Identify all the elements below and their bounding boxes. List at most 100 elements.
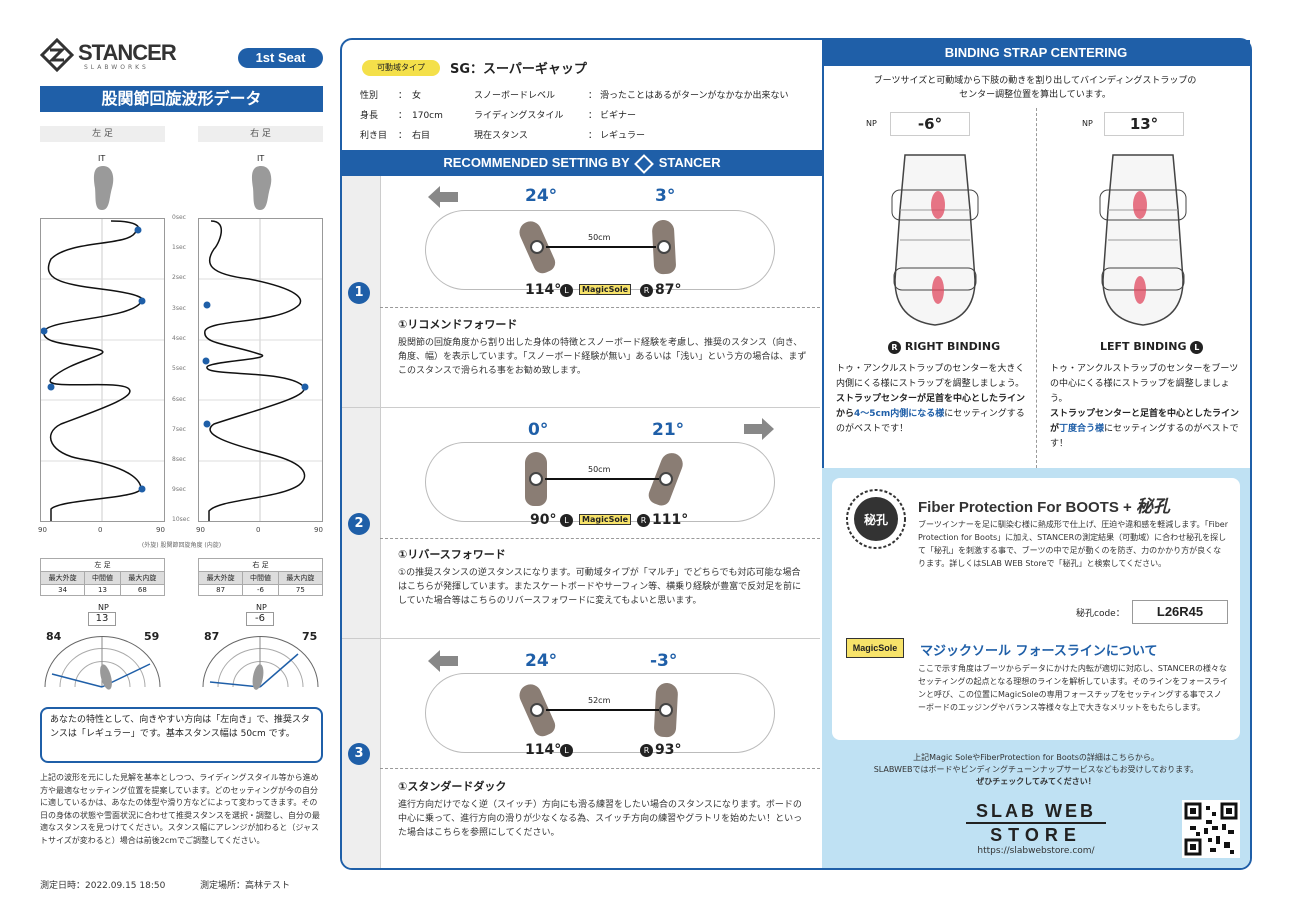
setting-2-text: ①の推奨スタンスの逆スタンスになります。可動域タイプが「マルチ」でどちらでも対応… xyxy=(398,568,802,606)
setting-3-r-tag: R xyxy=(640,744,653,757)
setting-1-number: 1 xyxy=(348,282,370,304)
right-gauge: NP -6 87 75 xyxy=(198,602,323,692)
setting-1-front-angle: 24° xyxy=(525,186,558,206)
left-foot-label: 左 足 xyxy=(40,126,165,142)
r-badge-icon: R xyxy=(888,341,901,354)
store-note: 上記Magic SoleやFiberProtection for Bootsの詳… xyxy=(873,753,1199,786)
fiber-title: Fiber Protection For BOOTS + 秘孔 xyxy=(918,497,1170,517)
setting-3-bottom-left: 114° xyxy=(525,742,562,758)
setting-3-left-marker xyxy=(530,703,544,717)
logo-text: STANCER xyxy=(78,40,177,65)
code-value: L26R45 xyxy=(1132,600,1228,624)
setting-1-bottom-right: 87° xyxy=(655,282,682,298)
setting-2-back-angle: 21° xyxy=(652,420,685,440)
measurer: 測定場所：高林テスト xyxy=(200,881,291,891)
setting-1-left-marker xyxy=(530,240,544,254)
qr-code-icon xyxy=(1182,800,1240,858)
setting-2-bottom-left: 90° xyxy=(530,512,557,528)
setting-2-number: 2 xyxy=(348,513,370,535)
setting-3-number: 3 xyxy=(348,743,370,765)
measured-date: 測定日時：2022.09.15 18:50 xyxy=(40,881,166,891)
setting-3-text: 進行方向だけでなく逆（スイッチ）方向にも滑る練習をしたい場合のスタンスになります… xyxy=(398,800,803,838)
left-binding-text: トゥ・アンクルストラップのセンターをブーツの中心にくる様にストラップを調整しまし… xyxy=(1050,364,1240,449)
trait-box: あなたの特性として、向きやすい方向は「左向き」で、推奨スタンスは「レギュラー」で… xyxy=(40,707,323,763)
y-tick-labels: 0sec 1sec 2sec 3sec 4sec 5sec 6sec 7sec … xyxy=(172,214,190,523)
setting-1-r-tag: R xyxy=(640,284,653,297)
left-np-label: NP xyxy=(1082,119,1093,128)
left-panel-title: 股関節回旋波形データ xyxy=(40,86,323,112)
binding-header: BINDING STRAP CENTERING xyxy=(822,40,1250,66)
setting-2-board xyxy=(425,442,775,522)
setting-1-magicsole-logo: MagicSole xyxy=(579,284,631,295)
setting-2-magicsole-logo: MagicSole xyxy=(579,514,631,525)
setting-1-back-angle: 3° xyxy=(655,186,676,206)
svg-text:秘孔: 秘孔 xyxy=(864,512,888,527)
right-np-label: NP xyxy=(866,119,877,128)
fiber-badge-icon: 秘孔 xyxy=(846,489,906,549)
right-np-value: -6° xyxy=(890,112,970,136)
setting-1-heading: ①リコメンドフォワード xyxy=(398,318,518,331)
setting-2-r-tag: R xyxy=(637,514,650,527)
setting-3-back-angle: -3° xyxy=(650,651,678,671)
store-logo: SLAB WEB STORE xyxy=(966,800,1106,846)
arrow-left-icon xyxy=(428,186,458,208)
setting-2-width: 50cm xyxy=(588,465,611,474)
right-binding-text: トゥ・アンクルストラップのセンターを大きく内側にくる様にストラップを調整しましょ… xyxy=(836,364,1026,434)
wave-right-top-label: IT xyxy=(257,154,265,163)
left-np-value: 13° xyxy=(1104,112,1184,136)
setting-3-front-angle: 24° xyxy=(525,651,558,671)
setting-3-bottom-right: 93° xyxy=(655,742,682,758)
type-tag: 可動域タイプ xyxy=(362,60,440,76)
stancer-mark-icon xyxy=(634,153,655,174)
setting-3-heading: ①スタンダードダック xyxy=(398,780,507,793)
seat-badge: 1st Seat xyxy=(238,48,323,68)
logo-mark-icon xyxy=(40,38,74,72)
l-badge-icon: L xyxy=(1190,341,1204,354)
code-label: 秘孔code： xyxy=(1076,609,1125,619)
logo-subtext: SLABWORKS xyxy=(84,64,149,71)
right-foot-label: 右 足 xyxy=(198,126,323,142)
setting-3-board xyxy=(425,673,775,753)
setting-2-heading: ①リバースフォワード xyxy=(398,548,506,561)
right-wave-chart xyxy=(198,218,323,522)
right-binding-illustration xyxy=(891,154,979,326)
setting-1-board xyxy=(425,210,775,290)
left-binding-label: LEFT BINDING L xyxy=(1100,340,1204,354)
profile-rows: 性別：女 スノーボードレベル：滑ったことはあるがターンがなかなか出来ない 身長：… xyxy=(360,91,789,141)
x-axis-note: (外旋) 股関節回旋角度 (内旋) xyxy=(141,542,222,549)
recommended-header: RECOMMENDED SETTING BY STANCER xyxy=(342,150,822,176)
left-footprint-icon xyxy=(93,166,114,210)
left-wave-chart xyxy=(40,218,165,522)
setting-1-bottom-left: 114° xyxy=(525,282,562,298)
setting-2-right-marker xyxy=(659,472,673,486)
right-binding-label: R RIGHT BINDING xyxy=(888,340,1000,354)
setting-3-l-tag: L xyxy=(560,744,573,757)
setting-2-bottom-right: 111° xyxy=(652,512,689,528)
setting-2-front-angle: 0° xyxy=(528,420,549,440)
setting-1-width: 50cm xyxy=(588,233,611,242)
setting-2-l-tag: L xyxy=(560,514,573,527)
magicsole-logo-icon: MagicSole xyxy=(846,638,904,658)
setting-3-width: 52cm xyxy=(588,696,611,705)
setting-2-left-marker xyxy=(529,472,543,486)
type-title: SG：スーパーギャップ xyxy=(450,62,587,77)
setting-1-l-tag: L xyxy=(560,284,573,297)
setting-1-text: 股関節の回旋角度から割り出した身体の特徴とスノーボード経験を考慮し、推奨のスタン… xyxy=(398,338,807,376)
store-url[interactable]: https://slabwebstore.com/ xyxy=(977,846,1095,856)
fiber-text: ブーツインナーを足に馴染む様に熱成形で仕上げ、圧迫や違和感を軽減します。「Fib… xyxy=(918,520,1228,568)
arrow-right-icon xyxy=(744,418,774,440)
left-binding-illustration xyxy=(1099,154,1187,326)
binding-desc: ブーツサイズと可動域から下肢の動きを割り出してバインディングストラップのセンター… xyxy=(873,76,1197,100)
magic-title: マジックソール フォースラインについて xyxy=(920,644,1158,659)
note-text: 上記の波形を元にした見解を基本としつつ、ライディングスタイル等から進め方や最適な… xyxy=(40,773,320,845)
wave-left-top-label: IT xyxy=(98,154,106,163)
setting-3-right-marker xyxy=(659,703,673,717)
arrow-left-icon-2 xyxy=(428,650,458,672)
setting-1-right-marker xyxy=(657,240,671,254)
magic-text: ここで示す角度はブーツからデータにかけた内転が適切に対応し、STANCERの様々… xyxy=(918,664,1228,712)
left-gauge: NP 13 84 59 xyxy=(40,602,165,692)
right-footprint-icon xyxy=(251,166,272,210)
stancer-logo: STANCER SLABWORKS xyxy=(40,38,200,74)
